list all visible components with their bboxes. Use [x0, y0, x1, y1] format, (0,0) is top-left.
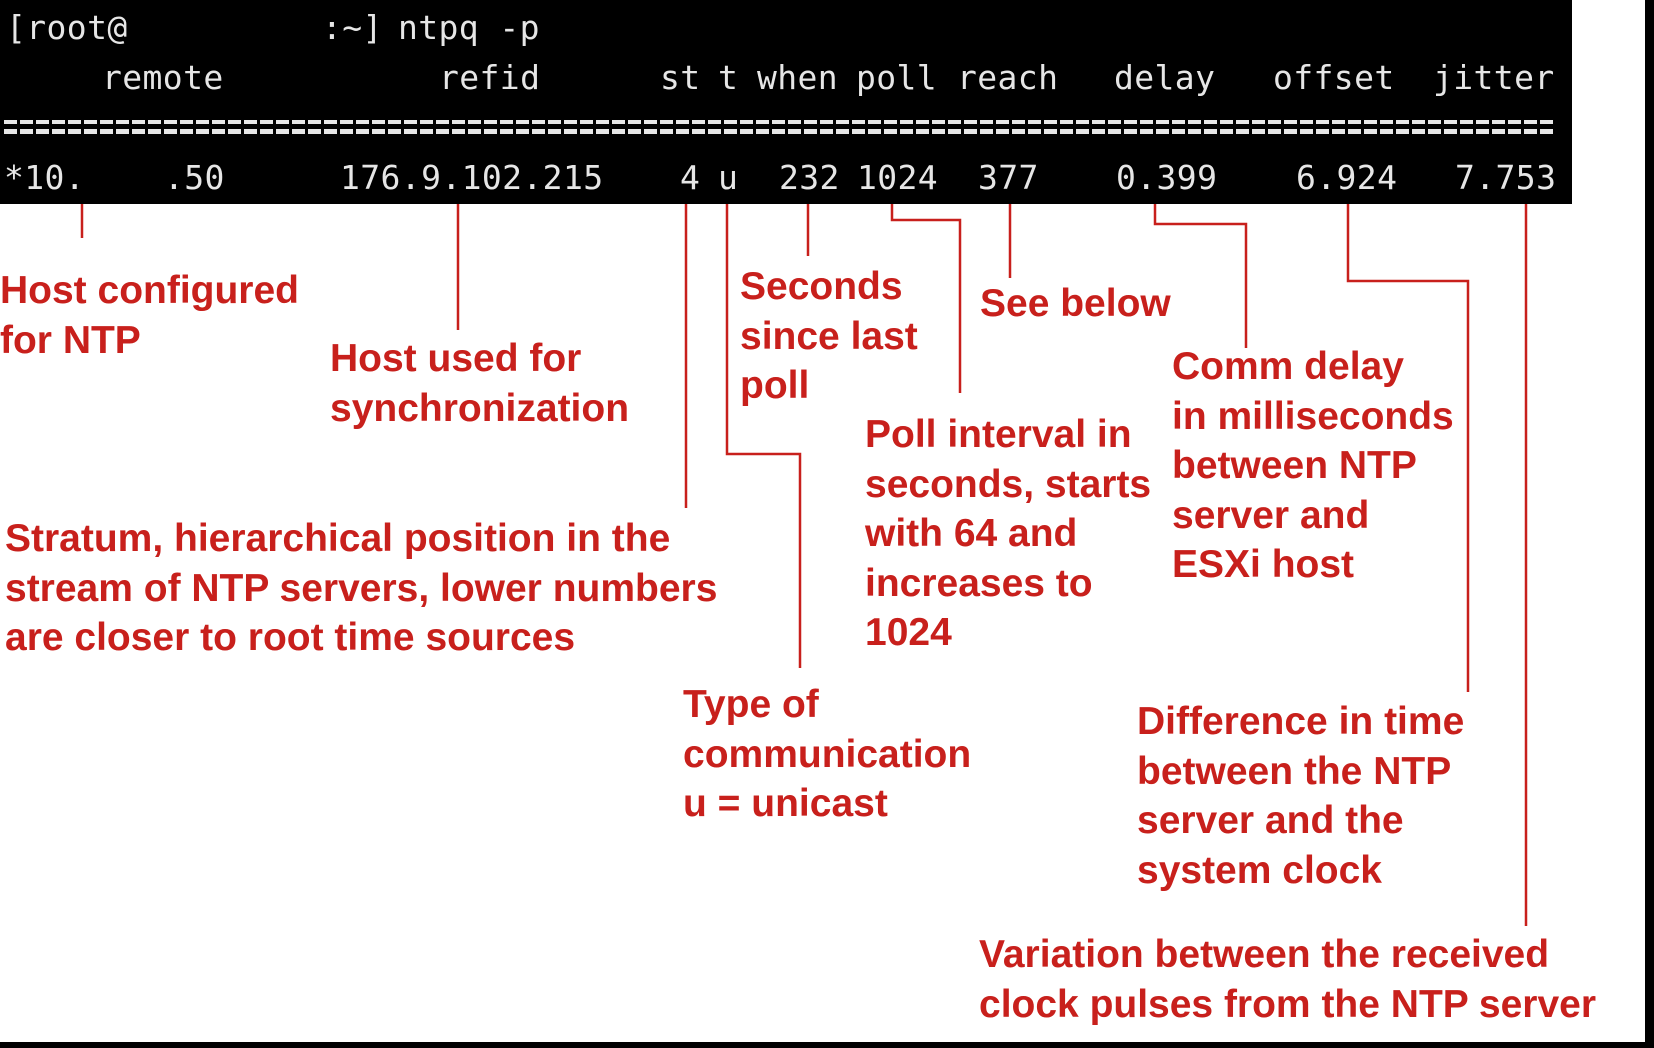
row-st: 4 — [680, 158, 701, 197]
prompt-user: [root@ — [6, 8, 128, 47]
connector-poll — [890, 204, 962, 393]
annotation-remote: Host configured for NTP — [0, 269, 299, 362]
row-jitter: 7.753 — [1455, 158, 1557, 197]
row-when: 232 — [779, 158, 840, 197]
annotation-when: Seconds since last poll — [740, 265, 918, 407]
row-offset: 6.924 — [1296, 158, 1398, 197]
annotation-jitter: Variation between the received clock pul… — [979, 933, 1597, 1026]
command-text: ntpq -p — [398, 8, 540, 47]
header-st: st — [660, 58, 701, 97]
row-poll: 1024 — [857, 158, 939, 197]
terminal-screenshot: [root@ :~] ntpq -p remote refid st t whe… — [0, 0, 1572, 204]
header-poll: poll — [856, 58, 938, 97]
row-t: u — [718, 158, 739, 197]
annotation-poll: Poll interval in seconds, starts with 64… — [865, 413, 1152, 654]
annotation-refid: Host used for synchronization — [330, 337, 630, 430]
row-refid: 176.9.102.215 — [340, 158, 604, 197]
row-remote-start: *10. — [4, 158, 86, 197]
header-delay: delay — [1114, 58, 1216, 97]
header-divider — [4, 120, 1556, 134]
connector-t — [725, 204, 802, 668]
row-reach: 377 — [978, 158, 1039, 197]
row-delay: 0.399 — [1116, 158, 1218, 197]
header-refid: refid — [439, 58, 541, 97]
annotation-stratum: Stratum, hierarchical position in the st… — [5, 517, 718, 659]
header-remote: remote — [102, 58, 224, 97]
prompt-path: :~] — [322, 8, 383, 47]
annotation-type: Type of communication u = unicast — [683, 683, 972, 825]
annotation-reach: See below — [980, 282, 1171, 325]
redacted-ip-block — [80, 155, 160, 195]
header-reach: reach — [957, 58, 1059, 97]
header-t: t — [718, 58, 739, 97]
row-remote-end: .50 — [164, 158, 225, 197]
annotation-offset: Difference in time between the NTP serve… — [1137, 700, 1465, 892]
header-jitter: jitter — [1433, 58, 1555, 97]
header-when: when — [757, 58, 839, 97]
annotation-delay: Comm delay in milliseconds between NTP s… — [1172, 345, 1454, 586]
header-offset: offset — [1273, 58, 1395, 97]
connector-offset — [1346, 204, 1470, 692]
connector-delay — [1153, 204, 1248, 348]
